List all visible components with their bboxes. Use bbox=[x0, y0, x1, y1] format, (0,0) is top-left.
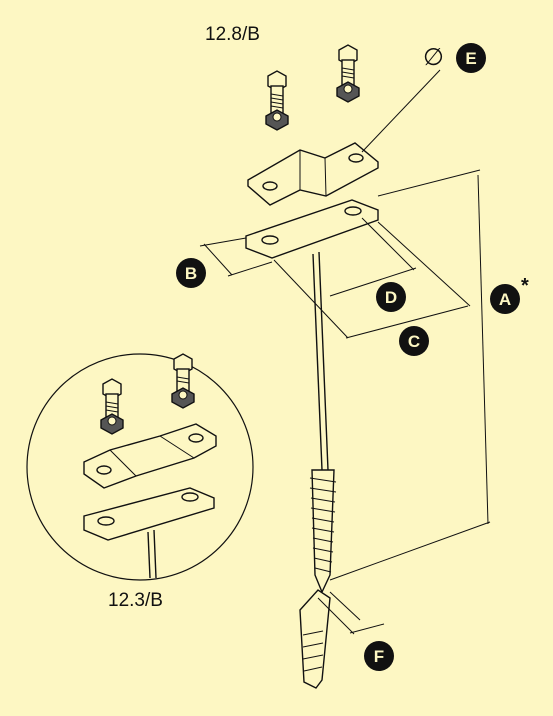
badge-f-text: F bbox=[374, 647, 384, 666]
inset-code-label: 12.3/B bbox=[108, 590, 163, 611]
badge-b: B bbox=[176, 258, 206, 288]
badge-d-text: D bbox=[385, 288, 397, 307]
badge-a-text: A bbox=[499, 290, 511, 309]
badge-a-asterisk: * bbox=[521, 275, 529, 297]
base-plate bbox=[245, 199, 379, 259]
clamp-bracket bbox=[247, 142, 379, 206]
badge-e-text: E bbox=[465, 49, 476, 68]
bolt-right bbox=[336, 44, 360, 103]
top-code-label: 12.8/B bbox=[205, 24, 260, 45]
badge-c: C bbox=[399, 326, 429, 356]
badge-f: F bbox=[364, 641, 394, 671]
diameter-symbol: ∅ bbox=[423, 44, 444, 71]
badge-d: D bbox=[376, 282, 406, 312]
badge-e: E bbox=[456, 43, 486, 73]
wall-plug bbox=[299, 589, 331, 689]
bolt-left bbox=[265, 70, 289, 131]
inset-detail bbox=[26, 353, 254, 581]
badge-c-text: C bbox=[408, 332, 420, 351]
screw-rod bbox=[309, 251, 337, 594]
badge-a: A * bbox=[490, 275, 529, 314]
badge-b-text: B bbox=[185, 264, 197, 283]
dimension-lines bbox=[199, 69, 491, 635]
